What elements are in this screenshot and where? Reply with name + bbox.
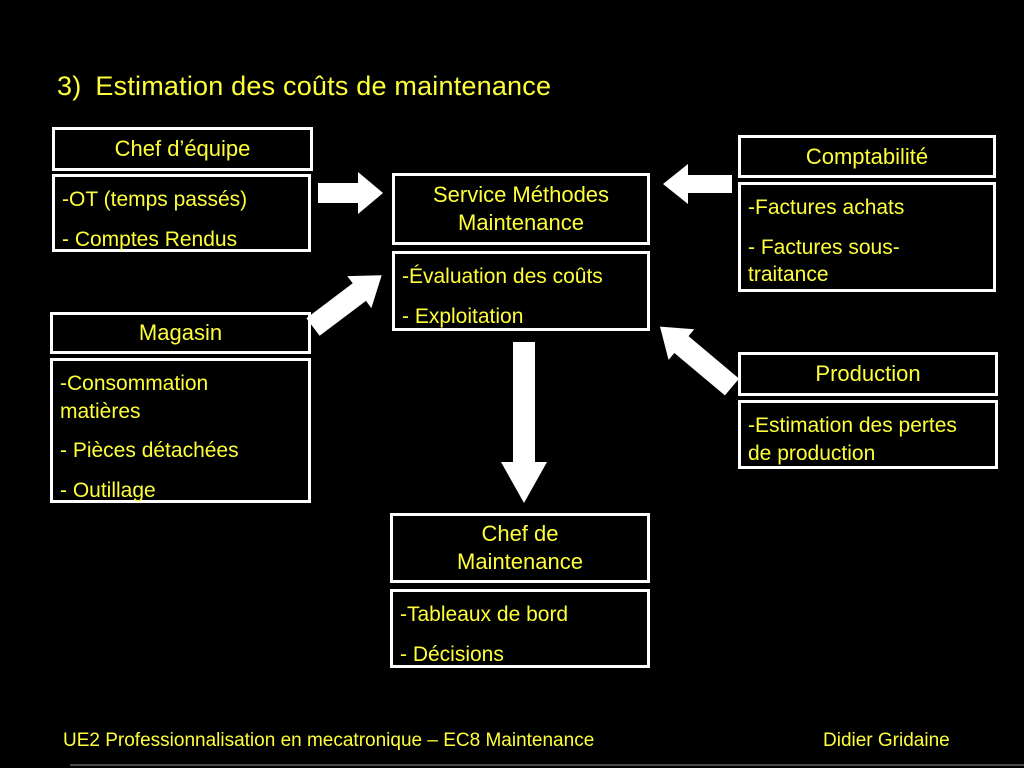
list-item: - Décisions [400, 642, 504, 666]
page-title: 3) Estimation des coûts de maintenance [57, 71, 551, 102]
footer-author-label: Didier Gridaine [823, 730, 950, 751]
arrow-magasin-to-service-icon [306, 275, 382, 336]
arrow-production-to-service-icon [659, 326, 740, 396]
box-chef-equipe-body: -OT (temps passés) - Comptes Rendus [52, 174, 311, 252]
list-item: -Tableaux de bord [400, 603, 569, 626]
list-item: -Factures achats [748, 196, 905, 219]
list-item: - Pièces détachées [60, 439, 239, 463]
list-item: - Factures sous- traitance [748, 235, 900, 287]
box-production-title: Production [738, 352, 998, 396]
box-magasin-body: -Consommation matières - Pièces détachée… [50, 358, 311, 503]
box-chef-maintenance-title: Chef de Maintenance [390, 513, 650, 583]
box-chef-equipe-title: Chef d’équipe [52, 127, 313, 171]
list-item: -OT (temps passés) [62, 188, 248, 211]
list-item: - Comptes Rendus [62, 227, 238, 251]
list-item: - Outillage [60, 479, 156, 503]
box-magasin-title: Magasin [50, 312, 311, 354]
title-number: 3) [57, 71, 82, 101]
list-item: -Évaluation des coûts [402, 265, 603, 288]
list-item: -Consommation matières [60, 372, 209, 423]
list-item: -Estimation des pertes de production [748, 414, 957, 465]
box-comptabilite-body: -Factures achats - Factures sous- traita… [738, 182, 996, 292]
box-chef-maintenance-body: -Tableaux de bord - Décisions [390, 589, 650, 668]
arrow-chef-equipe-to-service-icon [318, 172, 383, 214]
box-service-methodes-title: Service Méthodes Maintenance [392, 173, 650, 245]
arrow-comptabilite-to-service-icon [663, 164, 732, 204]
box-production-body: -Estimation des pertes de production [738, 400, 998, 469]
footer-course-label: UE2 Professionnalisation en mecatronique… [63, 730, 595, 751]
box-service-methodes-body: -Évaluation des coûts - Exploitation [392, 251, 650, 331]
list-item: - Exploitation [402, 304, 524, 328]
bottom-divider [70, 764, 1024, 766]
arrow-service-to-chef-maintenance-icon [501, 342, 547, 503]
box-comptabilite-title: Comptabilité [738, 135, 996, 178]
title-text: Estimation des coûts de maintenance [95, 71, 552, 101]
